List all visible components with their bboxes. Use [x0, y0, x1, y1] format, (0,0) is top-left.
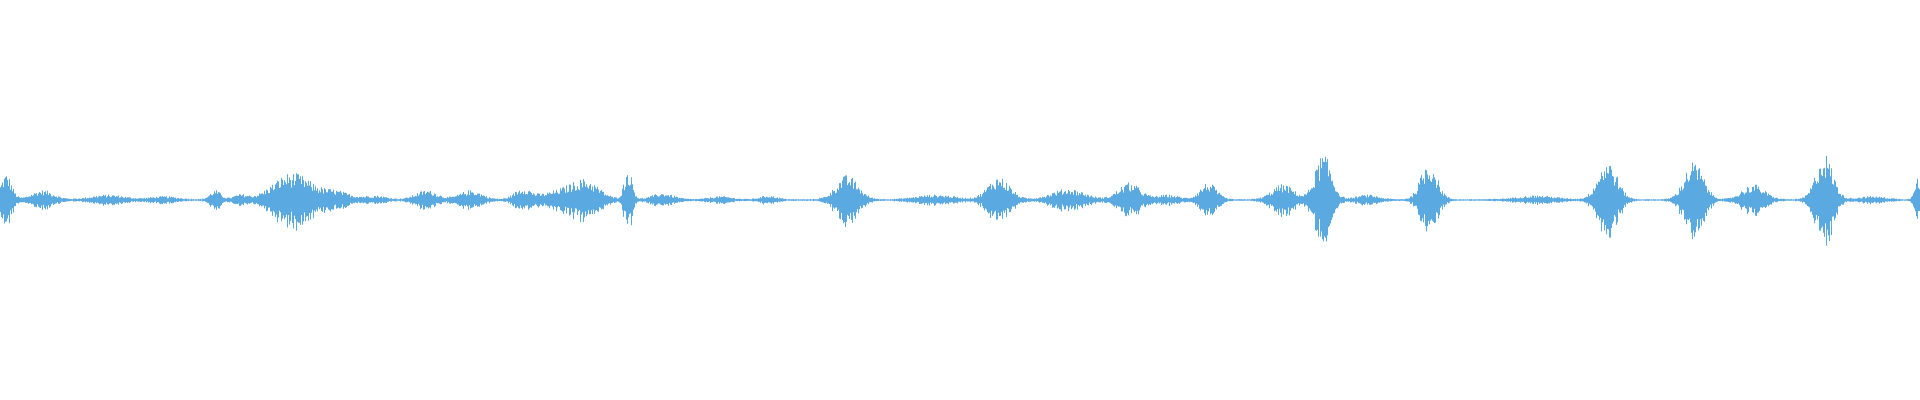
waveform-trace: [0, 155, 1920, 246]
waveform-samples: [0, 155, 1920, 246]
